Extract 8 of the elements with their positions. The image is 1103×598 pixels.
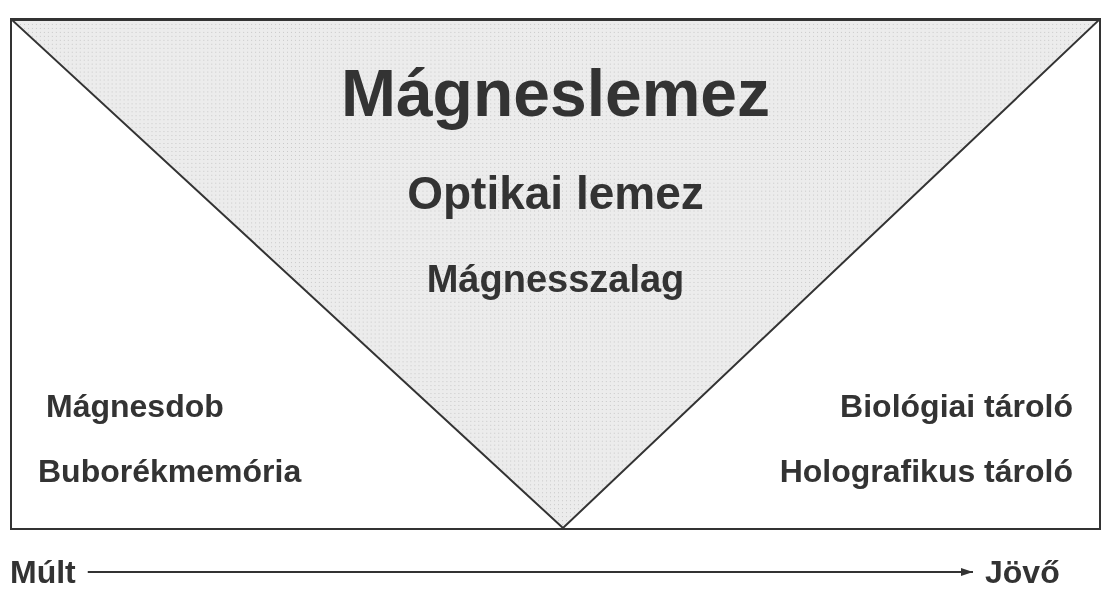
- time-label: Jövő: [985, 554, 1060, 590]
- time-label: Múlt: [10, 554, 76, 590]
- storage-label: Holografikus tároló: [779, 452, 1073, 491]
- storage-label: Mágnesdob: [46, 387, 224, 426]
- storage-label: Buborékmemória: [38, 452, 302, 491]
- storage-label: Biológiai tároló: [840, 387, 1073, 426]
- timeline-arrow: [86, 568, 974, 576]
- storage-label: Mágnesszalag: [425, 260, 686, 298]
